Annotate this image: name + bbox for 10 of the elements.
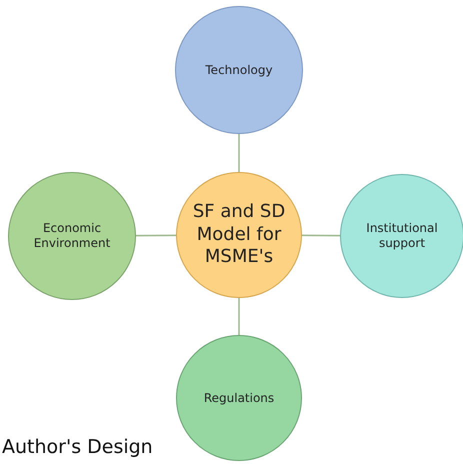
connector-line — [238, 134, 240, 172]
caption: Author's Design — [2, 436, 153, 458]
connector-line — [238, 298, 240, 335]
node-label: Technology — [204, 62, 274, 78]
connector-line — [302, 234, 340, 236]
node-label: Economic Environment — [32, 221, 112, 251]
connector-line — [136, 234, 176, 236]
node-label: SF and SD Model for MSME's — [192, 201, 286, 269]
node-label: Institutional support — [365, 221, 439, 251]
node-label: Regulations — [202, 390, 276, 406]
